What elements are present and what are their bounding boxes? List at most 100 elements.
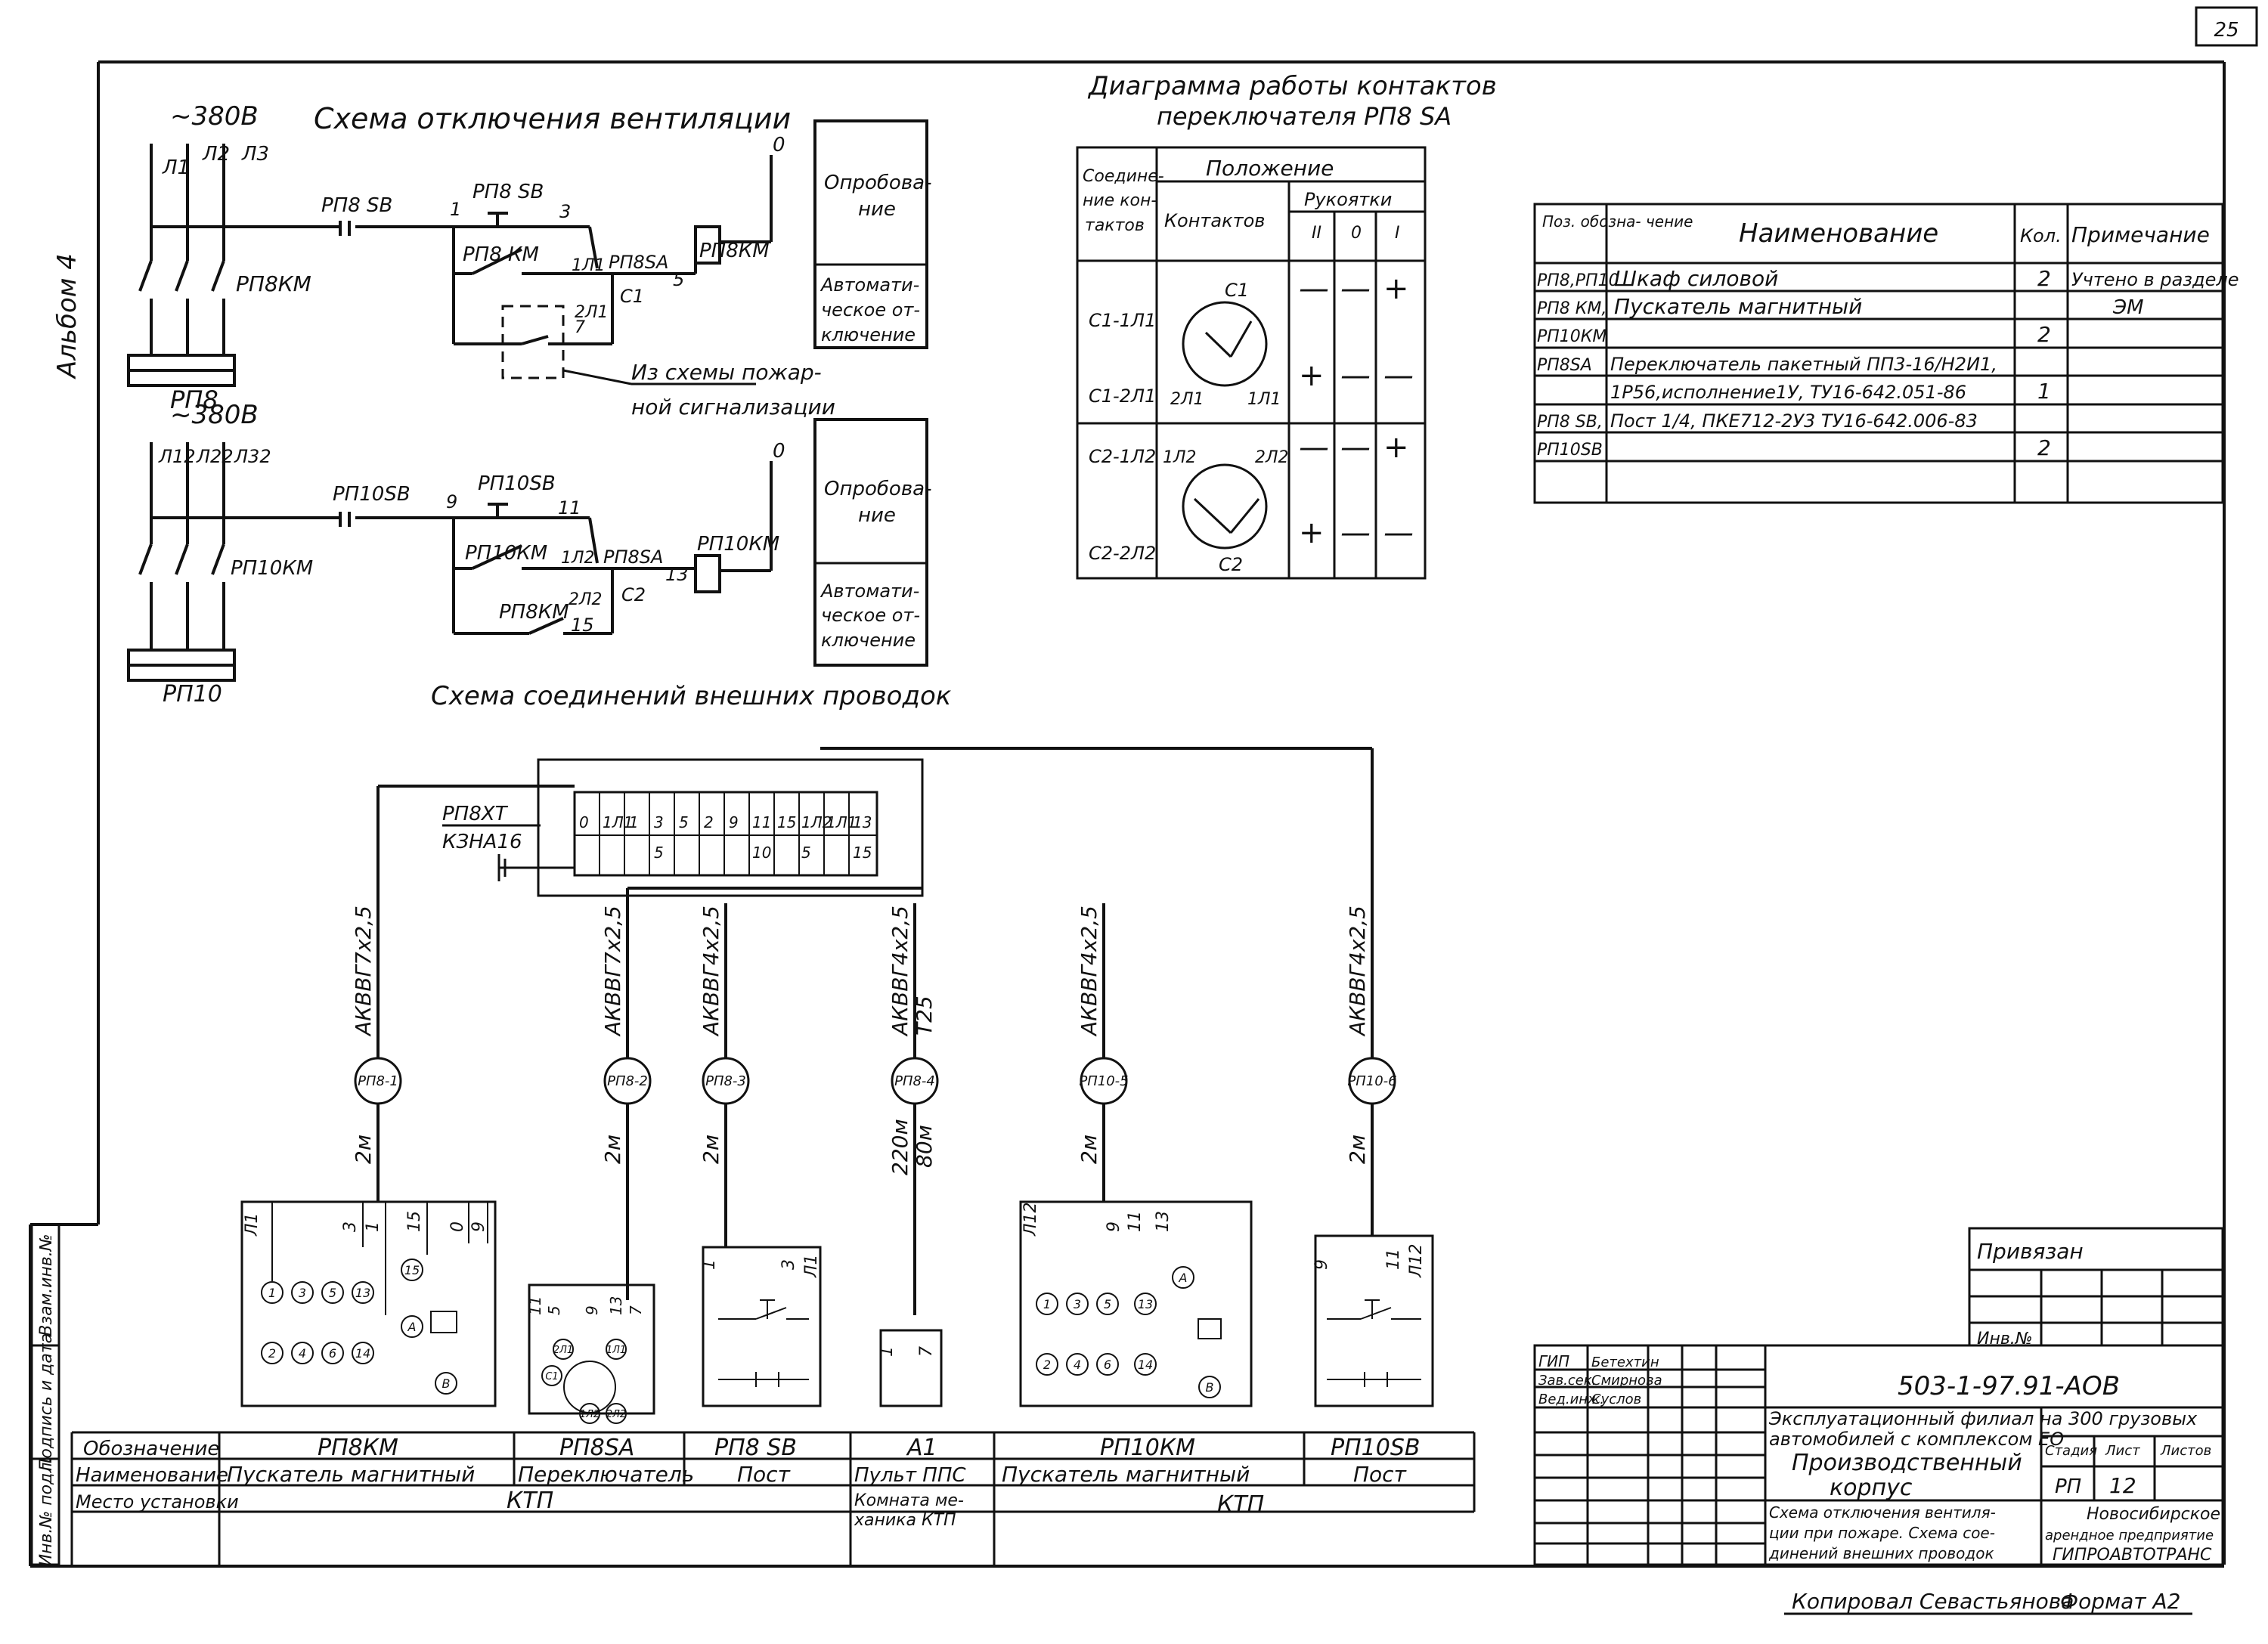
org-3: ГИПРОАВТОТРАНС xyxy=(2053,1546,2212,1565)
ct-d1-c1: С1 xyxy=(1225,280,1249,301)
album-label: Альбом 4 xyxy=(52,253,82,379)
vent-c2a: 1Л2 xyxy=(561,549,595,568)
terminal-dividers xyxy=(575,792,877,875)
device-rp10km xyxy=(1019,1200,1253,1407)
dev1-c11: В xyxy=(442,1376,451,1391)
vent-c2: С2 xyxy=(621,584,646,605)
len-4b: 80м xyxy=(912,1125,937,1168)
col4-name: Пульт ППС xyxy=(854,1464,966,1487)
dev4-t1: 1 xyxy=(878,1346,897,1357)
bound-label: Привязан xyxy=(1977,1239,2084,1264)
vent-coil2: РП10КМ xyxy=(697,533,779,556)
dev3-buttons xyxy=(718,1299,809,1387)
term-9: 15 xyxy=(777,813,796,831)
vent-sw2-label: РП10КМ xyxy=(231,557,313,580)
ct-d2-c2: С2 xyxy=(1219,554,1243,575)
dev4-top: 1 7 xyxy=(878,1346,936,1357)
building-2: корпус xyxy=(1830,1475,1913,1501)
vent-sb1b: РП8 SВ xyxy=(472,181,544,203)
dev5-c2: 3 xyxy=(1074,1297,1081,1311)
cable-tag-labels: РП8-1 РП8-2 РП8-3 РП8-4 РП10-5 РП10-6 xyxy=(358,1073,1397,1089)
mark-2-3: — xyxy=(1383,358,1414,393)
cable-lines xyxy=(376,747,1374,1315)
terminal-strip xyxy=(573,791,878,877)
vent-sb2a: РП10SВ xyxy=(333,483,411,506)
col2-name: Переключатель xyxy=(518,1462,694,1487)
dev1-c8: 6 xyxy=(329,1346,336,1361)
building-1: Производственный xyxy=(1792,1450,2022,1476)
ct-h2: ние кон- xyxy=(1083,191,1157,210)
dev3-t1: 1 xyxy=(700,1259,719,1270)
term-7: 9 xyxy=(729,813,739,831)
dev1-c9: 14 xyxy=(355,1346,370,1361)
vent-sb1a: РП8 SВ xyxy=(321,194,392,217)
vent-breaker-1 xyxy=(138,144,225,355)
spec-h-note: Примечание xyxy=(2071,222,2210,247)
dev5-c5: 2 xyxy=(1043,1358,1051,1372)
mode1-b: ние xyxy=(858,198,896,221)
ct-p2: 0 xyxy=(1351,224,1362,243)
dev2-top: 11 5 9 13 7 xyxy=(526,1296,645,1315)
len-5: 2м xyxy=(1077,1135,1101,1164)
cable-3: АКВВГ4х2,5 xyxy=(699,906,723,1037)
col1-des: РП8КМ xyxy=(318,1435,398,1461)
side-inv-orig: Инв.№ подл. xyxy=(37,1457,56,1567)
ct-p3: I xyxy=(1395,224,1400,243)
dev2-t4: 13 xyxy=(607,1296,625,1315)
vent-km3: РП8КМ xyxy=(499,601,569,624)
page-number: 25 xyxy=(2214,19,2239,42)
dev6-t3: Л12 xyxy=(1407,1243,1426,1278)
phase-l32: Л32 xyxy=(234,446,271,467)
side-signature: Подпись и дата xyxy=(37,1333,56,1471)
mode2-c: ключение xyxy=(821,324,916,345)
device-rp8sa xyxy=(528,1283,655,1415)
cable-6: АКВВГ4х2,5 xyxy=(1345,906,1370,1037)
stage-value: РП xyxy=(2055,1475,2081,1498)
term-12: 13 xyxy=(853,813,872,831)
device-a1 xyxy=(879,1329,943,1407)
vent-c2n: 13 xyxy=(665,564,689,585)
cable-4b: Т25 xyxy=(912,995,937,1036)
dev5-c9: А xyxy=(1179,1271,1188,1285)
vent-km1: РП8 КМ xyxy=(463,243,539,266)
contacts-title-2: переключателя РП8 SА xyxy=(1157,102,1452,131)
dev5-c7: 6 xyxy=(1104,1358,1111,1372)
len-1: 2м xyxy=(351,1135,376,1164)
ground-symbol xyxy=(497,854,575,881)
term-1: 0 xyxy=(579,813,589,831)
box-rp10-label: РП10 xyxy=(163,681,222,707)
ct-row-4: С2-2Л2 xyxy=(1089,543,1156,564)
spec-r7-pos: РП10SВ xyxy=(1537,441,1603,460)
term-2: 1Л1 xyxy=(603,813,634,831)
spec-r2-name: Пускатель магнитный xyxy=(1614,294,1862,319)
col1-name: Пускатель магнитный xyxy=(227,1462,475,1487)
cable-tags xyxy=(354,1057,1396,1105)
spec-r1-qty: 2 xyxy=(2037,266,2051,291)
mode4-a: Автомати- xyxy=(820,581,919,602)
voltage-1: ~380В xyxy=(170,101,259,132)
mark-3-1: — xyxy=(1299,430,1329,465)
vent-c2c: 2Л2 xyxy=(569,590,603,609)
ct-row-1: С1-1Л1 xyxy=(1089,310,1156,331)
sheet-title-2: ции при пожаре. Схема сое- xyxy=(1769,1524,1995,1542)
fire-note-1: Из схемы пожар- xyxy=(631,360,822,385)
role-3: Вед.инж. xyxy=(1538,1392,1604,1407)
vent-circuit-1 xyxy=(151,155,773,345)
dev1-tlabels: 1 3 5 13 15 2 4 6 14 А В xyxy=(268,1263,451,1391)
spec-r3-pos: РП10КМ xyxy=(1537,327,1606,346)
dev1-top: Л1 3 1 15 0 9 xyxy=(243,1211,488,1237)
mark-1-2: — xyxy=(1340,271,1371,306)
project-1: Эксплуатационный филиал на 300 грузовых xyxy=(1768,1408,2198,1429)
dev5-top: Л12 9 11 13 xyxy=(1021,1202,1173,1237)
sheet-value: 12 xyxy=(2109,1473,2136,1498)
person-1: Бетехтин xyxy=(1591,1355,1659,1370)
terminal-enclosure xyxy=(537,758,924,897)
col6-des: РП10SВ xyxy=(1331,1435,1420,1461)
contacts-title-1: Диаграмма работы контактов xyxy=(1087,71,1497,101)
ct-d1-2l1: 2Л1 xyxy=(1170,390,1204,409)
dev5-c10: В xyxy=(1206,1380,1214,1395)
dev1-t1: Л1 xyxy=(243,1212,262,1237)
role-1: ГИП xyxy=(1538,1352,1569,1370)
place-room-2: ханика КТП xyxy=(854,1511,956,1530)
dev6-t2: 11 xyxy=(1384,1249,1403,1270)
